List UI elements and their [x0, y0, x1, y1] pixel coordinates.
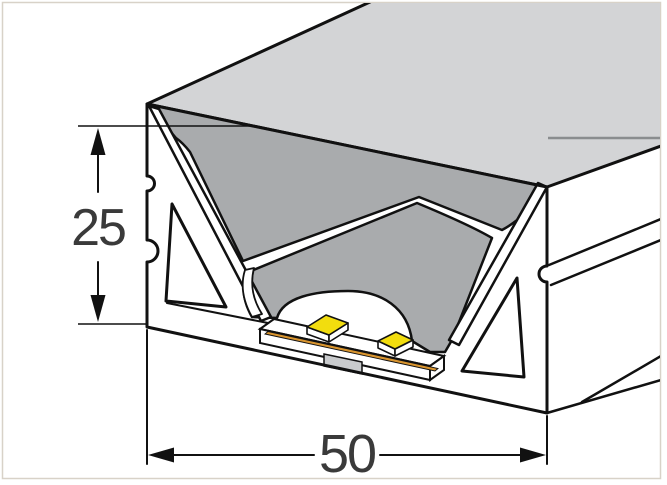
width-dimension-label: 50 — [319, 424, 375, 484]
profile-front-outline — [145, 102, 549, 415]
led-chip-2 — [377, 331, 414, 357]
right-wall-cutout — [460, 276, 526, 379]
led-chip-2-top — [377, 331, 414, 350]
left-wall-cutout — [164, 202, 228, 309]
height-dimension: 25 — [71, 125, 253, 325]
led-chip-1 — [306, 314, 349, 343]
width-dim-arrow-left — [148, 447, 174, 463]
arch-cut-face — [241, 267, 263, 318]
height-dim-arrow-up — [90, 128, 106, 155]
side-rib-line-upper — [547, 218, 660, 267]
width-dimension: 50 — [146, 329, 548, 484]
width-dim-arrow-right — [520, 447, 546, 463]
side-rib-line-lower — [549, 239, 660, 287]
v-groove-left-cut-face — [147, 104, 273, 323]
bottom-back-edge — [580, 355, 660, 404]
image-frame-border — [1, 1, 662, 480]
pcb-strip — [264, 331, 439, 372]
profile-top-surface — [147, 3, 660, 187]
height-dim-arrow-down — [90, 295, 106, 322]
height-dimension-label: 25 — [71, 199, 125, 257]
bottom-right-edge — [545, 378, 660, 415]
led-chip-1-top — [306, 314, 349, 336]
cutout-depth-line — [166, 302, 269, 324]
